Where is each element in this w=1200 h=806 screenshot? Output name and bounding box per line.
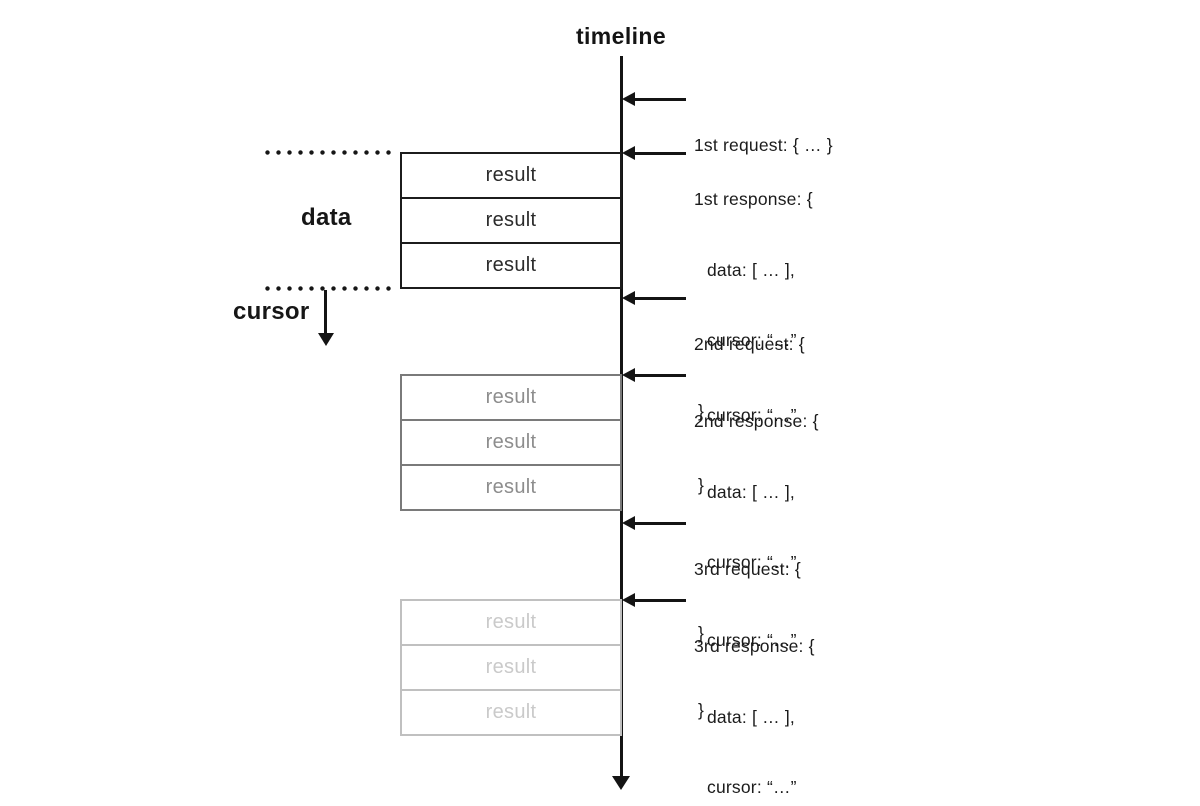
annotation-line: data: [ … ], [707, 259, 795, 280]
cursor-label: cursor [233, 298, 310, 325]
data-bracket-dotted-line-bottom [262, 286, 393, 291]
annotation-1st-response: 1st response: { data: [ … ], cursor: “…”… [694, 141, 813, 470]
annotation-1st-request: 1st request: { … } [694, 87, 833, 205]
timeline-label: timeline [575, 23, 667, 49]
annotation-line: cursor: “…” [707, 777, 797, 797]
result-row: result [400, 374, 622, 421]
arrow-left-head-icon [622, 146, 635, 160]
annotation-2nd-response: 2nd response: { data: [ … ], cursor: “…”… [694, 363, 819, 692]
result-row: result [400, 419, 622, 466]
annotation-line: } [698, 400, 705, 421]
annotation-line: 3rd request: { [694, 559, 801, 579]
annotation-line: data: [ … ], [707, 481, 795, 502]
result-row: result [400, 152, 622, 199]
arrow-shaft [632, 297, 686, 300]
annotation-line: } [698, 700, 705, 720]
annotation-line: cursor: “…” [707, 629, 797, 650]
result-row: result [400, 599, 622, 646]
result-group-3: result result result [400, 599, 622, 736]
annotation-line: 1st request: { … } [694, 135, 833, 155]
arrow-left-head-icon [622, 92, 635, 106]
annotation-line: 2nd request: { [694, 334, 805, 354]
result-row: result [400, 197, 622, 244]
arrow-3rd-response-icon [622, 592, 686, 608]
arrow-1st-request-icon [622, 91, 686, 107]
annotation-line: } [698, 622, 705, 643]
annotation-line: 3rd response: { [694, 636, 815, 656]
annotation-3rd-response: 3rd response: { data: [ … ], cursor: “…”… [694, 588, 815, 806]
arrow-2nd-request-icon [622, 290, 686, 306]
annotation-line: data: [ … ], [707, 706, 795, 727]
annotation-3rd-request: 3rd request: { cursor: “…” } [694, 511, 801, 770]
cursor-arrow-down-icon [317, 333, 334, 346]
arrow-2nd-response-icon [622, 367, 686, 383]
arrow-shaft [632, 152, 686, 155]
annotation-line: cursor: “…” [707, 404, 797, 425]
annotation-line: cursor: “…” [707, 330, 797, 350]
arrow-shaft [632, 522, 686, 525]
arrow-shaft [632, 374, 686, 377]
timeline-arrow-down-icon [612, 776, 630, 790]
result-row: result [400, 464, 622, 511]
arrow-3rd-request-icon [622, 515, 686, 531]
arrow-shaft [632, 98, 686, 101]
annotation-line: 1st response: { [694, 189, 813, 209]
annotation-line: } [698, 475, 705, 495]
data-label: data [301, 204, 352, 231]
result-row: result [400, 644, 622, 691]
annotation-line: cursor: “…” [707, 552, 797, 572]
result-group-2: result result result [400, 374, 622, 511]
arrow-shaft [632, 599, 686, 602]
data-bracket-dotted-line-top [262, 150, 393, 155]
arrow-left-head-icon [622, 593, 635, 607]
arrow-1st-response-icon [622, 145, 686, 161]
result-row: result [400, 242, 622, 289]
annotation-2nd-request: 2nd request: { cursor: “…” } [694, 286, 805, 545]
result-row: result [400, 689, 622, 736]
arrow-left-head-icon [622, 291, 635, 305]
arrow-left-head-icon [622, 368, 635, 382]
cursor-arrow-line [324, 290, 327, 335]
annotation-line: 2nd response: { [694, 411, 819, 431]
result-group-1: result result result [400, 152, 622, 289]
arrow-left-head-icon [622, 516, 635, 530]
